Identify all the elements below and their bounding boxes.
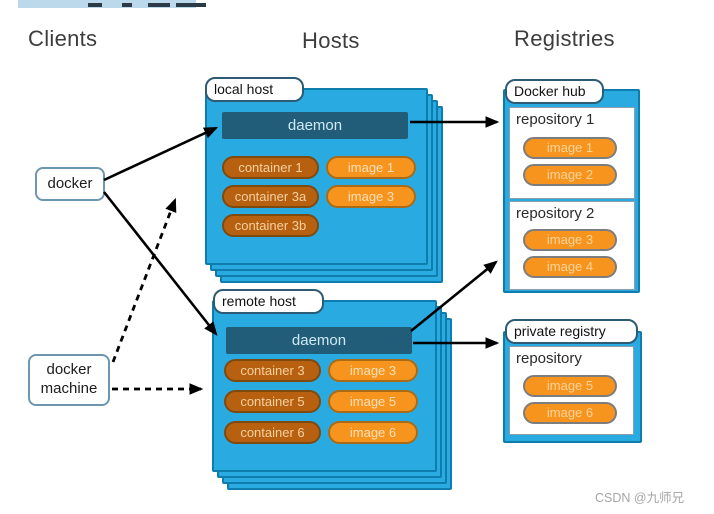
arrow-docker-to-remote-daemon <box>102 191 218 336</box>
image-pill: image 6 <box>328 421 418 444</box>
repository-1-name: repository 1 <box>516 111 595 128</box>
docker-machine-client-box: docker machine <box>28 354 110 406</box>
repository-2-name: repository 2 <box>516 205 595 222</box>
image-pill: image 3 <box>326 185 416 208</box>
registry-image-pill: image 1 <box>523 137 617 159</box>
highlight-fragment <box>88 3 102 7</box>
remote-daemon-bar: daemon <box>226 327 412 354</box>
container-pill: container 5 <box>224 390 321 413</box>
image-pill: image 3 <box>328 359 418 382</box>
registry-image-pill: image 4 <box>523 256 617 278</box>
watermark: CSDN @九师兄 <box>595 491 685 505</box>
local-host-label: local host <box>205 77 304 102</box>
remote-host-box <box>212 300 437 472</box>
private-registry-label: private registry <box>505 319 638 344</box>
registries-header: Registries <box>514 26 615 51</box>
registry-image-pill: image 3 <box>523 229 617 251</box>
container-pill: container 6 <box>224 421 321 444</box>
highlight-fragment <box>148 3 170 7</box>
clients-header: Clients <box>28 26 98 51</box>
docker-client-box: docker <box>35 167 105 201</box>
repository-name: repository <box>516 350 582 367</box>
image-pill: image 5 <box>328 390 418 413</box>
highlight-fragment <box>176 3 206 7</box>
registry-image-pill: image 2 <box>523 164 617 186</box>
docker-hub-label: Docker hub <box>505 79 604 104</box>
local-daemon-bar: daemon <box>222 112 408 139</box>
container-pill: container 1 <box>222 156 319 179</box>
hosts-header: Hosts <box>302 28 360 53</box>
registry-image-pill: image 6 <box>523 402 617 424</box>
image-pill: image 1 <box>326 156 416 179</box>
container-pill: container 3 <box>224 359 321 382</box>
highlight-strip <box>18 0 206 8</box>
highlight-fragment <box>122 3 132 7</box>
container-pill: container 3b <box>222 214 319 237</box>
remote-host-label: remote host <box>213 289 324 314</box>
container-pill: container 3a <box>222 185 319 208</box>
arrow-docker-to-local-daemon <box>103 126 219 182</box>
registry-image-pill: image 5 <box>523 375 617 397</box>
arrow-docker-machine-to-local-host <box>111 197 177 363</box>
